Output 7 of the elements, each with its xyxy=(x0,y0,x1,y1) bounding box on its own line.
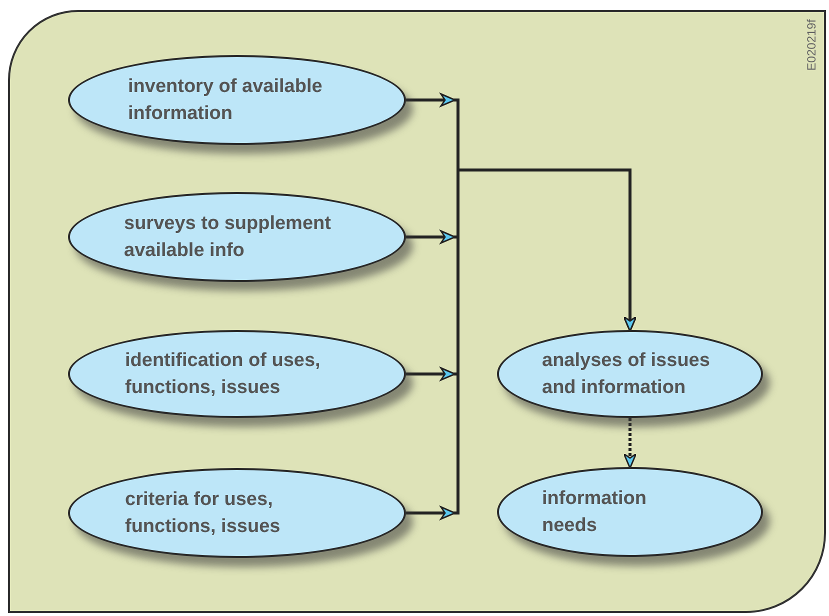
node-text: information needs xyxy=(542,487,648,538)
node-text: criteria for uses, functions, issues xyxy=(125,488,282,539)
node-text: identification of uses, functions, issues xyxy=(125,349,322,400)
node-text: inventory of available information xyxy=(128,75,324,126)
node-text: analyses of issues and information xyxy=(542,349,711,400)
figure-id: E020219f xyxy=(804,19,819,71)
node-text: surveys to supplement available info xyxy=(124,212,332,263)
